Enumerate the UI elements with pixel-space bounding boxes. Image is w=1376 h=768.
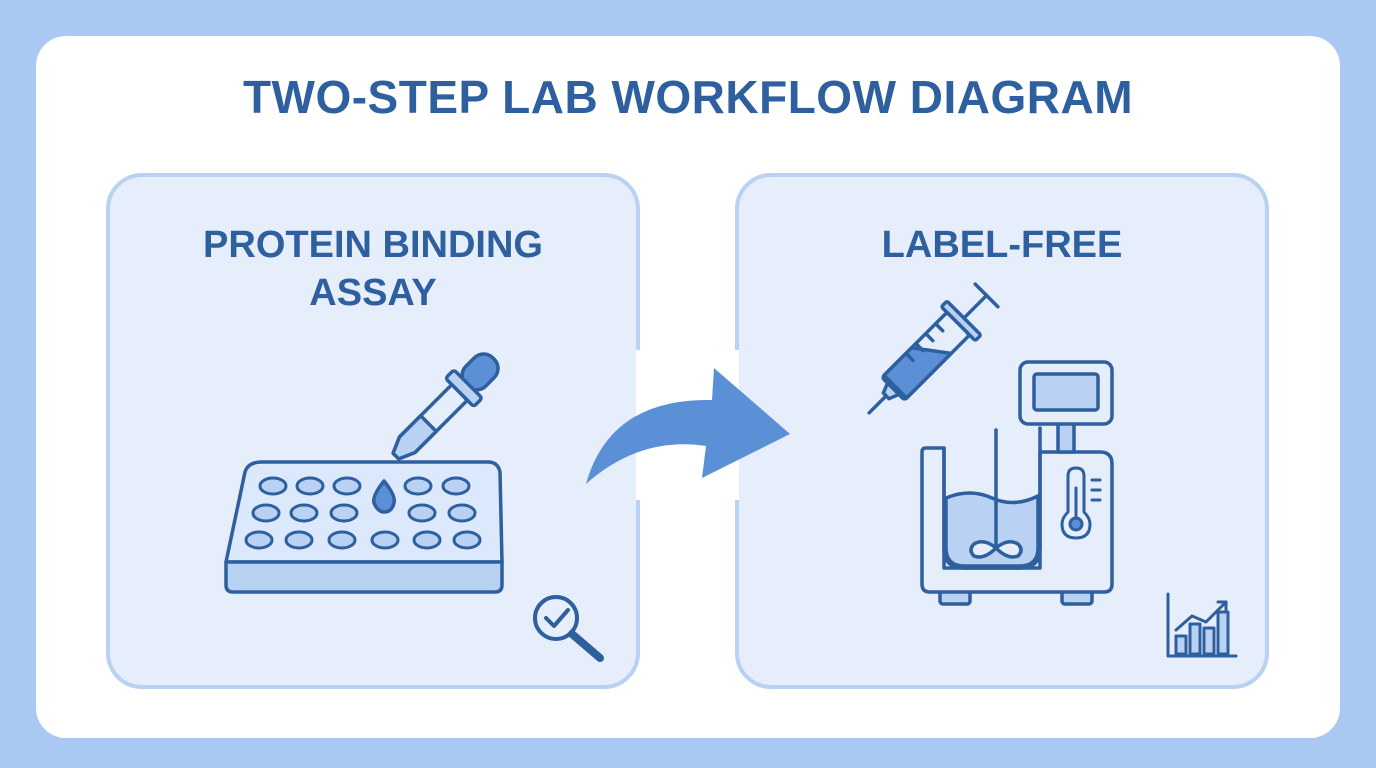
step-1-label-line2: ASSAY: [309, 272, 437, 314]
step-2-label: LABEL-FREE: [881, 224, 1123, 266]
reactor-instrument-icon: [920, 360, 1114, 606]
step-2-panel: LABEL-FREE: [735, 173, 1269, 689]
well-plate-icon: [224, 460, 504, 594]
step-1-label-line1: PROTEIN BINDING: [203, 224, 543, 266]
thermometer-icon: [1060, 466, 1102, 540]
syringe-icon: [867, 282, 1000, 415]
diagram-title: TWO-STEP LAB WORKFLOW DIAGRAM: [242, 71, 1134, 123]
arrow-icon: [586, 368, 790, 484]
bar-chart-icon: [1166, 592, 1238, 658]
dropper-icon: [391, 352, 500, 461]
magnifier-check-icon: [533, 595, 604, 662]
step-1-label: PROTEIN BINDING ASSAY: [110, 221, 636, 317]
